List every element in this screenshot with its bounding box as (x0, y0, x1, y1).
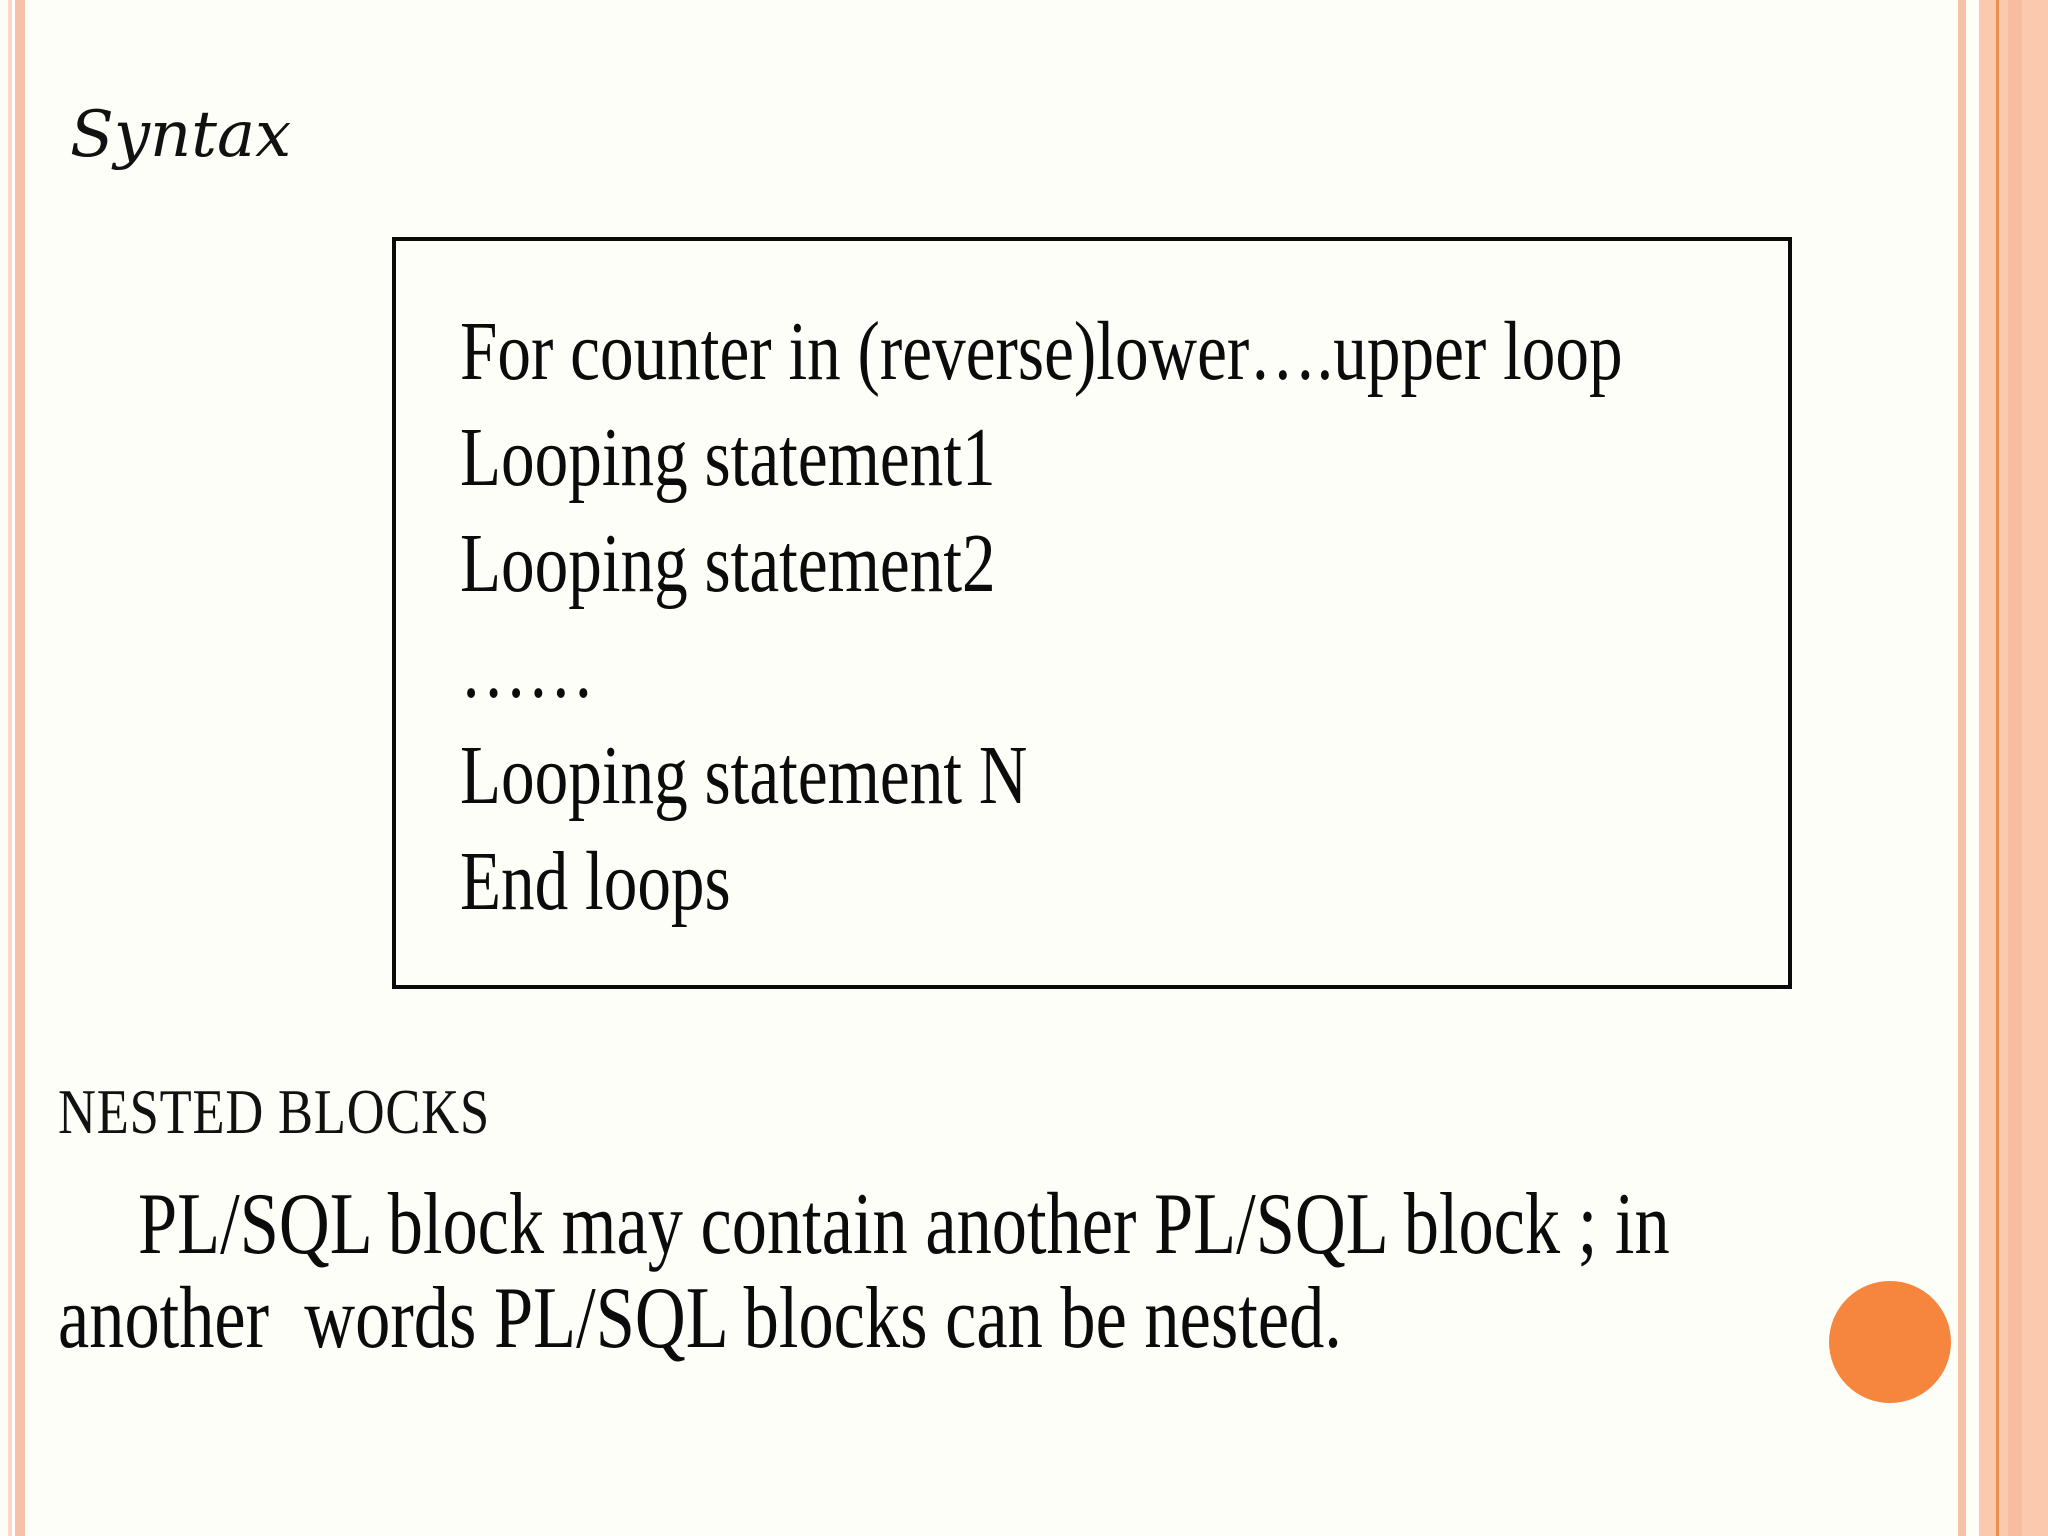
syntax-line-end: End loops (460, 835, 731, 928)
paragraph-line-1: PL/SQL block may contain another PL/SQL … (138, 1176, 1670, 1273)
right-border-accent-line (1996, 0, 1999, 1536)
syntax-line-for: For counter in (reverse)lower….upper loo… (460, 305, 1623, 398)
accent-circle (1829, 1281, 1951, 1403)
paragraph-line-2: another words PL/SQL blocks can be neste… (58, 1270, 1342, 1367)
nested-blocks-heading: NESTED BLOCKS (58, 1076, 490, 1147)
syntax-line-statement1: Looping statement1 (460, 411, 996, 504)
syntax-line-statement2: Looping statement2 (460, 517, 996, 610)
syntax-box: For counter in (reverse)lower….upper loo… (392, 237, 1792, 989)
right-border-stripe (1958, 0, 1966, 1536)
left-border-stripe (15, 0, 25, 1536)
left-border-stripe-thin (8, 0, 12, 1536)
nested-blocks-paragraph: PL/SQL block may contain another PL/SQL … (58, 1178, 1918, 1366)
syntax-line-statementN: Looping statement N (460, 729, 1028, 822)
syntax-line-ellipsis: …… (460, 623, 595, 716)
slide-title: Syntax (70, 98, 292, 172)
right-border-band-shade (2008, 0, 2022, 1536)
